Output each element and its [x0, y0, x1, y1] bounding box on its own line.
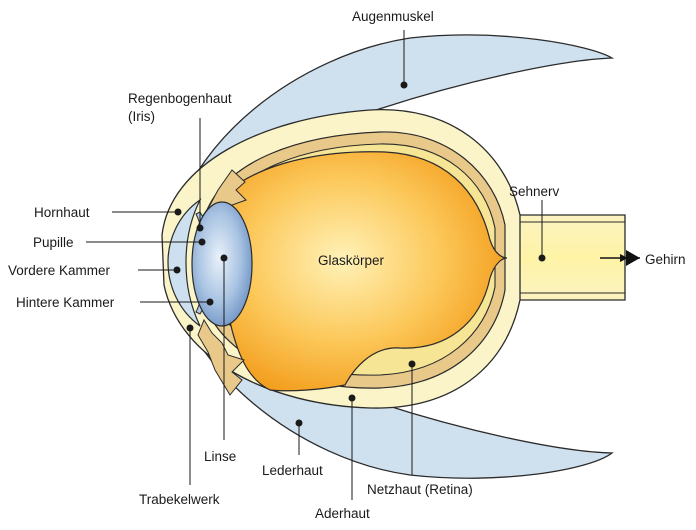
label-hornhaut: Hornhaut	[34, 204, 90, 221]
arrow-head-2	[626, 250, 640, 266]
label-linse: Linse	[204, 448, 236, 465]
label-glaskoerper: Glaskörper	[318, 252, 384, 269]
lens	[192, 202, 252, 326]
label-netzhaut: Netzhaut (Retina)	[367, 481, 473, 498]
label-trabekelwerk: Trabekelwerk	[139, 491, 220, 508]
label-gehirn: Gehirn	[645, 251, 686, 268]
label-regenbogenhaut: Regenbogenhaut	[128, 90, 232, 107]
label-aderhaut: Aderhaut	[315, 505, 370, 522]
label-iris: (Iris)	[128, 108, 155, 125]
label-vordere-kammer: Vordere Kammer	[8, 262, 110, 279]
label-lederhaut: Lederhaut	[262, 462, 323, 479]
label-sehnerv: Sehnerv	[509, 183, 559, 200]
label-augenmuskel: Augenmuskel	[352, 8, 434, 25]
label-hintere-kammer: Hintere Kammer	[16, 294, 114, 311]
label-pupille: Pupille	[33, 234, 74, 251]
